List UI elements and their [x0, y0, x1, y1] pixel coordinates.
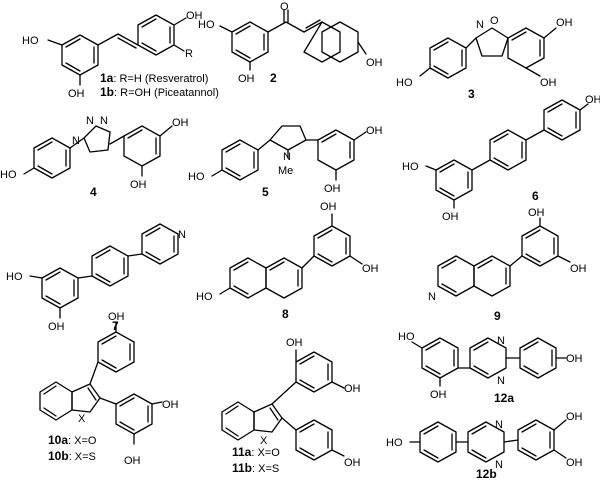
compound-9: OH OH N 9: [428, 207, 587, 323]
oh-label: OH: [366, 57, 383, 69]
oh-label: OH: [566, 353, 583, 365]
oh-label: OH: [566, 457, 583, 469]
ho-label: HO: [6, 271, 23, 283]
pyrimidine-nitrogen: N: [497, 375, 505, 387]
methyl-label: Me: [278, 165, 293, 177]
oh-label: OH: [344, 457, 361, 469]
ho-label: HO: [386, 437, 403, 449]
oh-label: OH: [570, 263, 587, 275]
compound-1a-caption: 1a: R=H (Resveratrol): [100, 71, 208, 85]
compound-3: N O HO OH OH 3: [396, 15, 573, 101]
compound-12a: N N HO OH OH 12a: [398, 331, 583, 405]
oh-label: OH: [585, 94, 600, 106]
oh-label: OH: [362, 263, 379, 275]
compound-7: N HO OH 7: [6, 223, 186, 333]
compound-id: 6: [532, 189, 539, 203]
ho-label: HO: [188, 171, 205, 183]
heteroatom-x: X: [78, 413, 86, 425]
ho-label: HO: [398, 331, 415, 343]
oh-label: OH: [186, 10, 203, 22]
ho-label: HO: [22, 35, 39, 47]
oh-label: OH: [344, 383, 361, 395]
compound-11b-caption: 11b: X=S: [232, 461, 279, 475]
oxygen-label: O: [280, 1, 289, 13]
pyridine-nitrogen: N: [178, 229, 186, 241]
pyrimidine-nitrogen: N: [495, 419, 503, 431]
compound-id: 4: [90, 185, 97, 199]
compound-desc: : X=O: [68, 435, 97, 447]
isoquinoline-nitrogen: N: [428, 291, 436, 303]
compound-id: 11a: [232, 445, 252, 459]
triazole-nitrogen: N: [100, 115, 108, 127]
compound-10a-caption: 10a: X=O: [48, 433, 97, 447]
ho-label: HO: [396, 77, 413, 89]
compound-desc: : X=S: [252, 463, 279, 475]
ho-label: HO: [196, 291, 213, 303]
pyrimidine-nitrogen: N: [497, 335, 505, 347]
compound-id: 10b: [48, 449, 69, 463]
triazole-nitrogen: N: [72, 135, 80, 147]
compound-10b-caption: 10b: X=S: [48, 449, 96, 463]
compound-12b: N N HO OH OH 12b: [386, 411, 583, 481]
heteroatom-x: X: [260, 435, 268, 447]
compound-10: OH OH OH X 10a: X=O 10b: X=S: [39, 311, 179, 467]
oh-label: OH: [48, 321, 65, 333]
oh-label: OH: [366, 125, 383, 137]
compound-1b-caption: 1b: R=OH (Piceatannol): [100, 85, 219, 99]
isoxazole-nitrogen: N: [476, 19, 484, 31]
compound-5: N Me HO OH OH 5: [188, 125, 383, 199]
compound-id: 1a: [100, 71, 114, 85]
oh-label: OH: [162, 399, 179, 411]
compound-id: 12a: [494, 391, 514, 405]
compound-desc: : R=H (Resveratrol): [113, 73, 208, 85]
compound-11a-caption: 11a: X=O: [232, 445, 280, 459]
compound-id: 2: [270, 71, 277, 85]
compound-id: 11b: [232, 461, 252, 475]
compound-desc: : X=S: [69, 451, 96, 463]
oh-label: OH: [68, 88, 85, 100]
r-group-label: R: [185, 48, 193, 60]
oh-label: OH: [320, 201, 337, 213]
oh-label: OH: [172, 117, 189, 129]
oh-label: OH: [540, 77, 557, 89]
oh-label: OH: [130, 179, 147, 191]
oh-label: OH: [324, 183, 341, 195]
oh-label: OH: [556, 17, 573, 29]
pyrrole-nitrogen: N: [283, 151, 291, 163]
compound-id: 8: [282, 307, 289, 321]
compound-desc: : X=O: [251, 447, 280, 459]
compound-id: 5: [262, 185, 269, 199]
compound-8: OH OH HO 8: [196, 201, 379, 321]
compound-1: HO OH OH R 1a: R=H (Resveratrol) 1b: R=O…: [22, 10, 219, 100]
compound-id: 12b: [476, 467, 497, 481]
compound-id: 9: [494, 309, 501, 323]
oh-label: OH: [430, 389, 447, 401]
triazole-nitrogen: N: [86, 115, 94, 127]
compound-11: OH OH OH X 11a: X=O 11b: X=S: [221, 337, 361, 475]
compound-id: 10a: [48, 433, 68, 447]
ho-label: HO: [402, 161, 419, 173]
oh-label: OH: [238, 73, 255, 85]
oh-label: OH: [124, 455, 141, 467]
oh-label: OH: [442, 211, 459, 223]
compound-id: 1b: [100, 85, 114, 99]
compound-6: OH HO OH 6: [402, 94, 600, 223]
compound-2: O HO OH OH 2: [198, 1, 383, 85]
pyrimidine-nitrogen: N: [495, 459, 503, 471]
compound-id: 3: [468, 87, 475, 101]
oh-label: OH: [528, 207, 545, 219]
compound-4: N N N HO OH OH 4: [0, 115, 189, 199]
oh-label: OH: [108, 311, 125, 323]
ho-label: HO: [198, 19, 215, 31]
ho-label: HO: [0, 169, 17, 181]
compound-desc: : R=OH (Piceatannol): [114, 87, 219, 99]
oh-label: OH: [566, 411, 583, 423]
isoxazole-oxygen: O: [490, 15, 499, 27]
oh-label: OH: [286, 337, 303, 349]
